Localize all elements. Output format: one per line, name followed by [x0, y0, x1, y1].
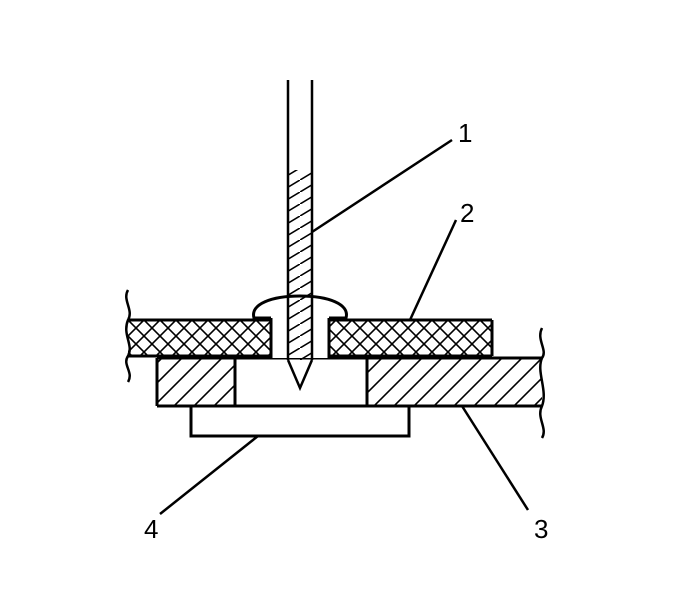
mandrel-stem: [286, 80, 314, 392]
lower-panel: [155, 327, 545, 439]
callout-1: 1: [458, 118, 472, 148]
callout-4: 4: [144, 514, 158, 544]
leader-3: [460, 405, 530, 511]
rivet-backing-plate: [189, 404, 411, 438]
leader-4: [159, 435, 259, 515]
callout-2: 2: [460, 198, 474, 228]
leader-lines: [159, 138, 530, 515]
leader-2: [408, 219, 458, 321]
callout-3: 3: [534, 514, 548, 544]
leader-1: [311, 138, 453, 234]
